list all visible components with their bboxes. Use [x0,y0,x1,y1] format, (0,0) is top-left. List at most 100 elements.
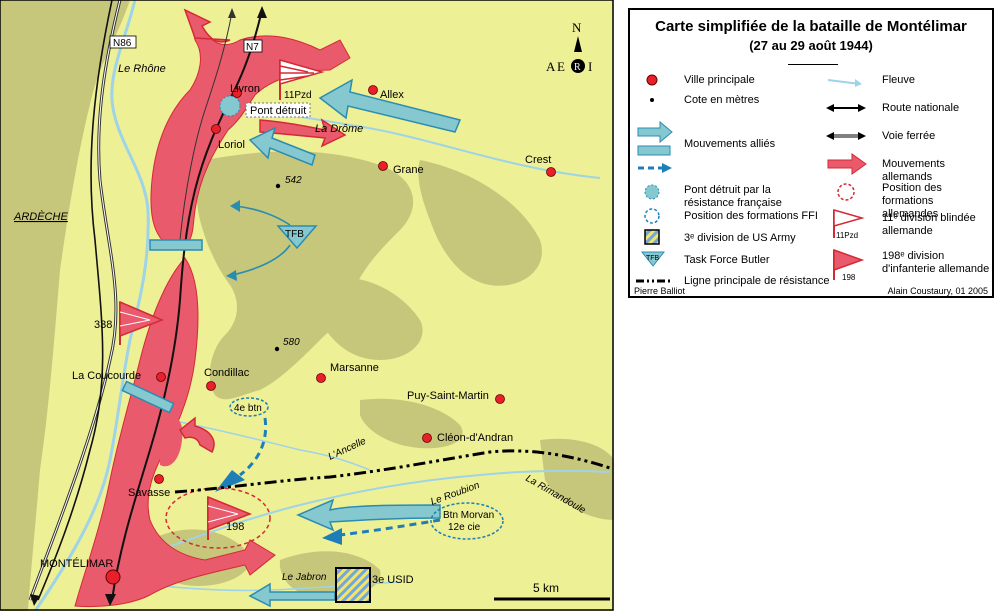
city-livron-label: Livron [230,83,260,95]
city-allex [368,85,378,95]
german-pocket-east [160,416,183,467]
allied-block-coucourde [121,380,175,414]
legend-pos-all: Position des formations allemandes [882,182,942,220]
city-savasse-label: Savasse [128,487,170,499]
drome-label: La Drôme [315,123,363,135]
city-marsanne [316,373,326,383]
elevation-542-dot [275,183,281,189]
city-condillac-label: Condillac [204,367,250,379]
legend-inf198: 198ᵉ division d'infanterie allemande [882,250,990,275]
roubion-river [129,469,611,561]
city-coucourde-label: La Coucourde [72,370,141,382]
ffi-arrow-4ebtn [239,417,268,477]
elevation-580: 580 [283,337,300,348]
legend-fleuve-icon [827,79,861,85]
flag-338 [119,300,164,345]
label-4ebtn: 4e btn [234,403,262,414]
city-livron [232,88,242,98]
city-crest [546,167,556,177]
legend-mvt-all: Mouvements allemands [882,158,945,183]
allied-block-north [149,239,203,251]
pont-label-box [245,102,311,118]
legend-route-head-right [858,104,866,112]
compass-letter-e: E [557,59,565,74]
scale-label: 5 km [533,581,559,595]
city-loriol-label: Loriol [218,139,245,151]
jabron-label: Le Jabron [282,572,327,583]
ancelle-river [169,419,371,471]
city-coucourde [156,372,166,382]
flag-198 [207,495,253,540]
legend-pz-flag-icon [833,209,865,227]
city-condillac [206,381,216,391]
hills-patch-3 [360,398,463,449]
ffi-arrow-morvan [339,518,441,537]
legend-ffi-icon [644,208,660,224]
compass-letter-i: I [588,59,592,74]
city-cleon [422,433,432,443]
legend-allies: Mouvements alliés [684,138,776,150]
n86-sign-box [109,35,137,49]
tfb-triangle [276,225,318,250]
city-grane-label: Grane [393,164,424,176]
legend-fleuve: Fleuve [882,74,916,86]
legend-german-arrow-icon [827,153,867,175]
n86-arrow-south [30,594,40,606]
ffi-ellipse-4ebtn [229,397,269,417]
legend-subtitle: (27 au 29 août 1944) [749,38,873,53]
legend-title: Carte simplifiée de la bataille de Monté… [655,18,967,35]
legend-allied-arrow-icon [637,120,673,144]
legend-panel: Carte simplifiée de la bataille de Monté… [628,8,994,298]
compass-letter-r: R [574,62,581,73]
label-338: 338 [94,319,112,331]
credit-right: Alain Coustaury, 01 2005 [887,286,988,296]
city-grane [378,161,388,171]
legend-cote: Cote en mètres [684,94,760,106]
n86-sign: N86 [113,38,132,49]
legend-us3: 3ᵉ division de US Army [684,232,796,244]
legend-city-icon [646,74,658,86]
legend-voie-head-left [826,132,834,140]
pont-label: Pont détruit [250,105,306,117]
german-position-198 [165,487,271,549]
legend-voie: Voie ferrée [882,130,936,142]
legend-route-head-left [826,104,834,112]
railway-left-inner [29,0,121,601]
legend-us3-icon [644,229,660,245]
city-marsanne-label: Marsanne [330,362,379,374]
legend-route: Route nationale [882,102,960,114]
legend-allied-block-icon [637,145,671,156]
allied-arrow-loriol [248,126,316,167]
n7-arrow-north [257,6,267,18]
german-arrow-drome [259,118,347,148]
hills-patch-1 [320,277,423,360]
legend-voie-head-right [858,132,866,140]
allied-arrow-allex [318,78,462,133]
road-n86 [37,0,113,601]
rhone-label: Le Rhône [118,63,166,75]
map-border [0,0,614,611]
ardeche-hills [0,0,130,611]
battle-map: Pont détruit 11Pzd 338 198 TFB 3e USID L… [0,0,614,611]
hills-patch-5 [540,438,614,520]
legend-ville: Ville principale [684,74,755,86]
resistance-line [174,449,611,494]
city-crest-label: Crest [525,154,551,166]
legend-allied-dash-head-icon [662,163,672,173]
legend-tfb-icon [640,251,666,267]
city-montelimar [105,569,121,585]
legend-symbols: TFB 11Pzd 198 [636,74,867,283]
elevation-580-dot [274,346,280,352]
legend-inf-flag-icon [833,248,865,272]
german-arrow-east [179,416,215,454]
city-savasse [154,474,164,484]
n7-sign: N7 [246,42,259,53]
legend-tfb-text: TFB [646,255,660,262]
central-hills [196,151,414,400]
region-ardeche: ARDÈCHE [13,210,68,223]
road-n7 [111,9,263,601]
rhone-river [33,0,150,611]
n7-arrow-south [105,594,116,606]
legend-ligne: Ligne principale de résistance [684,275,830,287]
ffi-ellipse-morvan [430,502,504,540]
